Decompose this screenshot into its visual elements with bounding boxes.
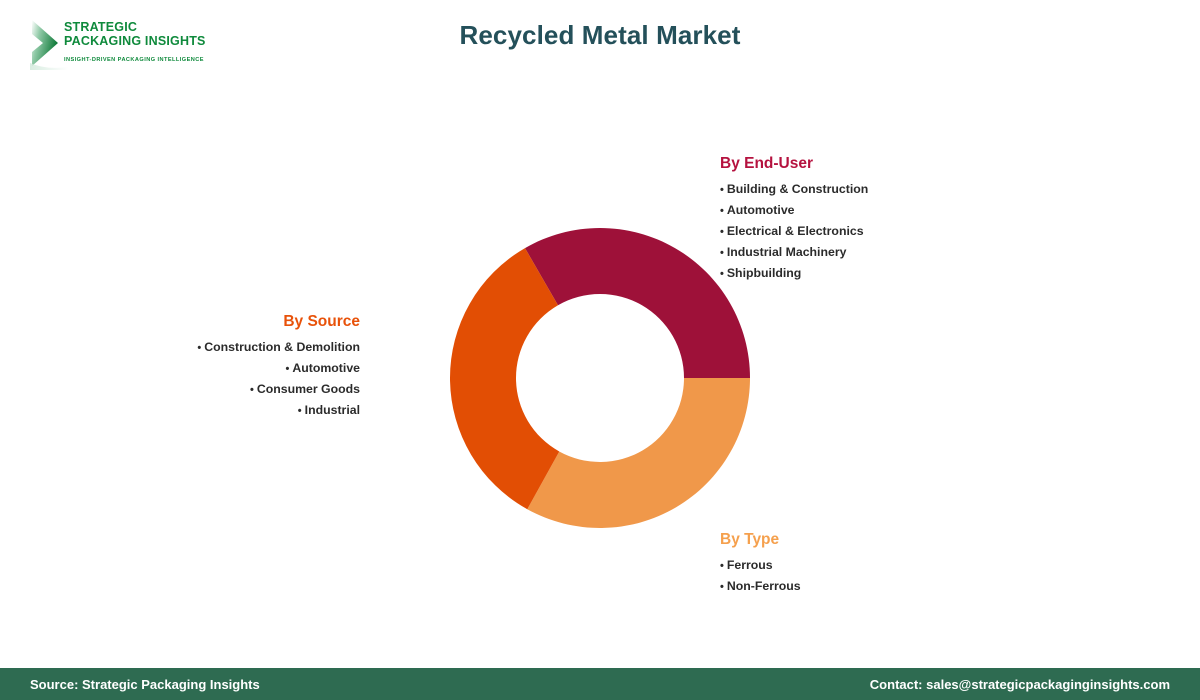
footer-contact-text: Contact: sales@strategicpackaginginsight… bbox=[869, 676, 1170, 692]
bullet-icon: • bbox=[720, 226, 724, 238]
list-item: •Electrical & Electronics bbox=[720, 221, 868, 242]
donut-segment-source bbox=[449, 248, 560, 510]
brand-line-2: PACKAGING INSIGHTS bbox=[64, 34, 206, 48]
donut-segment-end-user bbox=[525, 228, 750, 378]
bullet-icon: • bbox=[720, 205, 724, 217]
brand-line-1: STRATEGIC bbox=[64, 20, 138, 34]
segment-group-source: By Source •Construction & Demolition •Au… bbox=[120, 313, 360, 421]
page-title: Recycled Metal Market bbox=[459, 20, 741, 50]
list-item-label: Industrial bbox=[304, 403, 360, 417]
bullet-icon: • bbox=[297, 405, 302, 417]
list-item-label: Building & Construction bbox=[726, 182, 869, 196]
list-item-label: Industrial Machinery bbox=[726, 245, 847, 259]
brand-tagline: INSIGHT-DRIVEN PACKAGING INTELLIGENCE bbox=[64, 57, 204, 63]
list-item-label: Automotive bbox=[292, 361, 360, 375]
segment-heading-source: By Source bbox=[283, 313, 360, 330]
list-item: •Automotive bbox=[720, 200, 868, 221]
segment-heading-type: By Type bbox=[720, 531, 780, 548]
bullet-icon: • bbox=[720, 581, 724, 593]
list-item-label: Ferrous bbox=[726, 558, 773, 572]
bullet-icon: • bbox=[720, 560, 724, 572]
segment-list-end-user: •Building & Construction •Automotive •El… bbox=[720, 179, 868, 284]
list-item: •Ferrous bbox=[720, 555, 801, 576]
donut-segment-type bbox=[527, 378, 750, 528]
bullet-icon: • bbox=[197, 342, 202, 354]
list-item-label: Construction & Demolition bbox=[204, 340, 360, 354]
segment-list-type: •Ferrous •Non-Ferrous bbox=[720, 555, 801, 597]
footer-source-text: Source: Strategic Packaging Insights bbox=[30, 676, 260, 692]
bullet-icon: • bbox=[285, 363, 290, 375]
bullet-icon: • bbox=[249, 384, 254, 396]
bullet-icon: • bbox=[720, 247, 724, 259]
list-item: •Non-Ferrous bbox=[720, 576, 801, 597]
list-item-label: Automotive bbox=[726, 203, 795, 217]
list-item-label: Electrical & Electronics bbox=[726, 224, 864, 238]
segment-group-end-user: By End-User •Building & Construction •Au… bbox=[720, 155, 868, 284]
segment-list-source: •Construction & Demolition •Automotive •… bbox=[120, 337, 360, 421]
brand-wordmark: STRATEGIC PACKAGING INSIGHTS INSIGHT-DRI… bbox=[64, 20, 206, 63]
list-item: •Shipbuilding bbox=[720, 263, 868, 284]
list-item: •Construction & Demolition bbox=[120, 337, 360, 358]
segment-group-type: By Type •Ferrous •Non-Ferrous bbox=[720, 531, 801, 597]
bullet-icon: • bbox=[720, 268, 724, 280]
list-item: •Consumer Goods bbox=[120, 379, 360, 400]
list-item: •Industrial bbox=[120, 400, 360, 421]
list-item-label: Consumer Goods bbox=[256, 382, 360, 396]
footer-bar: Source: Strategic Packaging Insights Con… bbox=[0, 668, 1200, 700]
list-item: •Building & Construction bbox=[720, 179, 868, 200]
list-item: •Automotive bbox=[120, 358, 361, 379]
green-chevron-icon bbox=[28, 18, 70, 70]
segment-heading-end-user: By End-User bbox=[720, 155, 814, 172]
list-item-label: Shipbuilding bbox=[726, 266, 802, 280]
list-item: •Industrial Machinery bbox=[720, 242, 868, 263]
list-item-label: Non-Ferrous bbox=[726, 579, 801, 593]
donut-chart bbox=[449, 228, 750, 528]
bullet-icon: • bbox=[720, 184, 724, 196]
brand-logo: STRATEGIC PACKAGING INSIGHTS INSIGHT-DRI… bbox=[28, 14, 218, 76]
